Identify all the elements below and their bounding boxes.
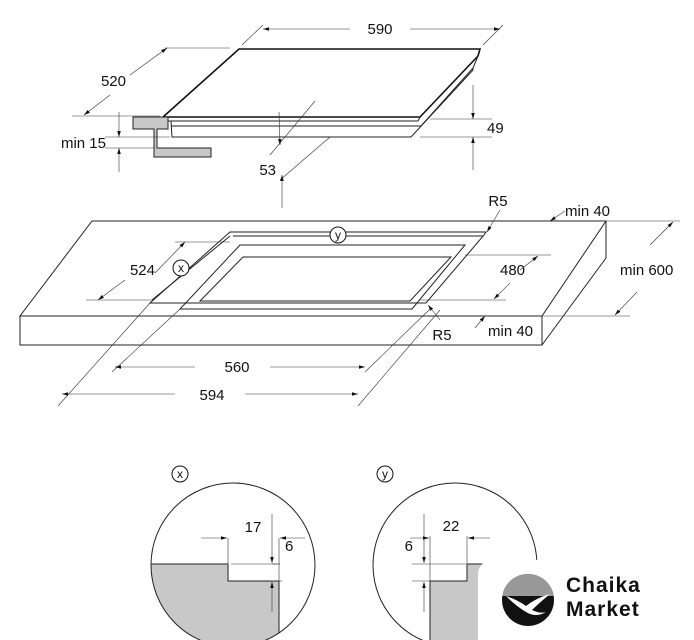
dim-label: 590: [367, 21, 392, 38]
dim-label: min 15: [61, 135, 106, 152]
hob-bracket: [132, 116, 212, 158]
marker-x: x: [172, 259, 190, 277]
svg-text:6: 6: [405, 538, 413, 555]
svg-text:x: x: [178, 261, 184, 275]
svg-text:min 600: min 600: [620, 262, 673, 279]
dimension-524: 524: [86, 241, 230, 301]
dim-label: 49: [487, 120, 504, 137]
dimension-53: 53: [259, 100, 331, 208]
hob-drawing: [132, 48, 482, 158]
svg-text:560: 560: [224, 359, 249, 376]
svg-text:524: 524: [130, 262, 155, 279]
svg-text:x: x: [177, 467, 183, 481]
dimension-min-600: min 600: [542, 220, 680, 317]
dimension-min-40-back: min 40: [549, 203, 610, 222]
svg-text:594: 594: [199, 387, 224, 404]
dimension-min-40-front: min 40: [474, 315, 533, 340]
svg-text:480: 480: [500, 262, 525, 279]
dimension-r5-front: R5: [427, 304, 452, 344]
dimension-r5-back: R5: [486, 193, 508, 233]
dimension-594: 594: [57, 302, 441, 407]
svg-text:min 40: min 40: [488, 323, 533, 340]
dimension-49: 49: [420, 85, 504, 170]
svg-text:min 40: min 40: [565, 203, 610, 220]
svg-text:y: y: [382, 467, 388, 481]
svg-text:6: 6: [285, 538, 293, 555]
dim-label: 53: [259, 162, 276, 179]
dimension-590: 590: [241, 21, 504, 46]
logo-text-line1: Chaika: [566, 574, 641, 597]
dimension-560: 560: [111, 308, 431, 376]
svg-text:R5: R5: [488, 193, 507, 210]
svg-text:17: 17: [245, 519, 262, 536]
cutout-inner-step: [178, 244, 467, 310]
dimension-min-15: min 15: [61, 112, 170, 172]
svg-text:22: 22: [443, 518, 460, 535]
logo-text-line2: Market: [566, 598, 640, 621]
svg-text:R5: R5: [432, 327, 451, 344]
cutout-outer: [148, 231, 487, 304]
dimension-520: 520: [72, 47, 230, 117]
dimension-480: 480: [420, 254, 551, 301]
dim-label: 520: [101, 73, 126, 90]
seagull-logo-icon: [502, 574, 554, 626]
detail-x: x 17 6: [150, 465, 316, 640]
hob-top-face: [160, 48, 482, 118]
svg-text:y: y: [335, 228, 341, 242]
marker-y: y: [329, 226, 347, 244]
cutout-opening: [198, 256, 453, 302]
chaika-market-logo: Chaika Market: [478, 560, 694, 640]
